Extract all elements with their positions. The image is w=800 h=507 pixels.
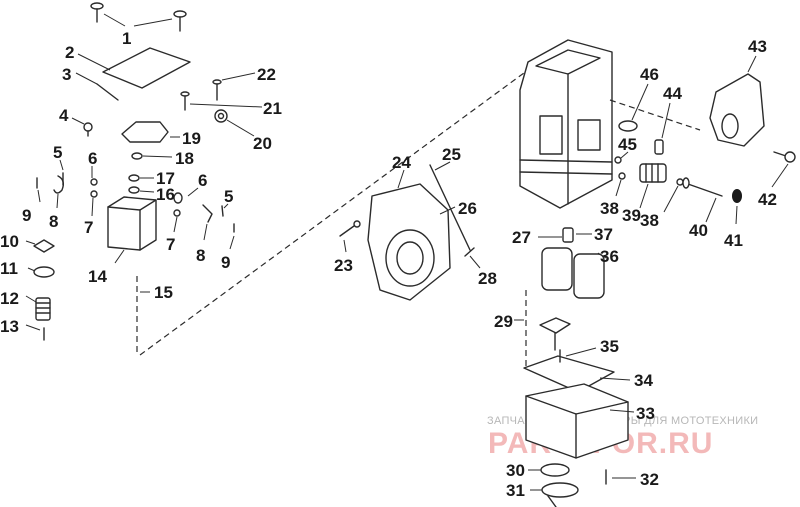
callout-20: 20 — [253, 134, 272, 153]
callout-6b: 6 — [198, 171, 207, 190]
center-parts-group — [339, 161, 481, 301]
mounting-flange-part-24 — [367, 169, 451, 301]
callout-29: 29 — [494, 312, 513, 331]
callout-24: 24 — [392, 153, 411, 172]
callout-45: 45 — [618, 135, 637, 154]
callout-6: 6 — [88, 149, 97, 168]
spring-part-12 — [25, 295, 51, 321]
screw-part-42 — [771, 151, 796, 188]
nut-part-10 — [33, 239, 55, 253]
callout-36: 36 — [600, 247, 619, 266]
callout-41: 41 — [724, 231, 743, 250]
callout-37: 37 — [594, 225, 613, 244]
solenoid-block-part-14 — [107, 196, 157, 264]
drain-fitting-part-31 — [530, 482, 579, 507]
callout-1: 1 — [122, 29, 131, 48]
callout-27: 27 — [512, 228, 531, 247]
nut-part-20 — [214, 109, 255, 137]
screw-part-22 — [212, 72, 256, 101]
callout-23: 23 — [334, 256, 353, 275]
callout-42: 42 — [758, 190, 777, 209]
callout-8b: 8 — [196, 246, 205, 265]
plug-part-41 — [732, 189, 742, 203]
washer-part-17 — [128, 174, 140, 182]
callout-15: 15 — [154, 283, 173, 302]
float-bowl-part-33 — [525, 383, 635, 459]
callout-18: 18 — [175, 149, 194, 168]
assembly-dashed-line — [139, 69, 529, 356]
washer-part-11 — [33, 266, 55, 278]
cover-plate-part-2 — [102, 47, 191, 89]
callout-11: 11 — [0, 259, 18, 278]
callout-43: 43 — [748, 37, 767, 56]
screw-part-4 — [71, 117, 93, 137]
gasket-part-34 — [523, 355, 631, 393]
callout-30: 30 — [506, 461, 525, 480]
callout-13: 13 — [0, 317, 19, 336]
callout-26: 26 — [458, 199, 477, 218]
o-ring-part-38 — [618, 172, 626, 180]
callout-5: 5 — [53, 143, 62, 162]
callout-12: 12 — [0, 289, 19, 308]
callout-10: 10 — [0, 232, 19, 251]
spring-part-39 — [639, 163, 667, 209]
callout-21: 21 — [263, 99, 282, 118]
callout-2: 2 — [65, 43, 74, 62]
right-parts-group — [514, 39, 796, 507]
pin-part-28 — [464, 247, 475, 257]
callout-9: 9 — [22, 206, 31, 225]
screw-part-32 — [605, 469, 636, 485]
throttle-lever-part-43 — [709, 55, 765, 147]
callout-28: 28 — [478, 269, 497, 288]
callout-16: 16 — [156, 185, 175, 204]
center-small-hardware — [173, 187, 235, 250]
callout-31: 31 — [506, 481, 525, 500]
callout-35: 35 — [600, 337, 619, 356]
float-valve-seat — [539, 317, 571, 351]
axis-dashed-line — [609, 99, 701, 131]
callout-33: 33 — [636, 404, 655, 423]
callout-46: 46 — [640, 65, 659, 84]
callout-39: 39 — [622, 206, 641, 225]
jet-part-44 — [654, 102, 671, 155]
ball-part-45 — [614, 156, 622, 164]
float-part-36 — [541, 247, 607, 299]
carburetor-body — [519, 39, 613, 209]
screw-part-1 — [90, 2, 187, 32]
callout-8: 8 — [49, 212, 58, 231]
fitting-part-46 — [618, 83, 649, 132]
screw-part-21 — [180, 91, 263, 111]
callout-17: 17 — [156, 169, 175, 188]
clip-part-18 — [131, 152, 143, 160]
washer-part-16 — [128, 186, 140, 194]
callout-25: 25 — [442, 145, 461, 164]
callout-38b: 38 — [640, 211, 659, 230]
screw-part-40 — [682, 177, 723, 223]
wire-part-3 — [96, 83, 119, 101]
callout-40: 40 — [689, 221, 708, 240]
callout-44: 44 — [663, 84, 682, 103]
callout-5b: 5 — [224, 187, 233, 206]
callout-32: 32 — [640, 470, 659, 489]
callout-4: 4 — [59, 106, 69, 125]
left-small-hardware — [36, 159, 98, 217]
bracket-part-19 — [121, 121, 169, 143]
screw-part-23 — [339, 220, 361, 253]
callout-7: 7 — [84, 218, 93, 237]
callout-19: 19 — [182, 129, 201, 148]
callout-9b: 9 — [221, 253, 230, 272]
callout-22: 22 — [257, 65, 276, 84]
needle-part-37 — [538, 227, 592, 243]
callout-34: 34 — [634, 371, 653, 390]
callout-3: 3 — [62, 65, 71, 84]
gasket-part-30 — [540, 463, 570, 477]
left-parts-group — [25, 2, 263, 355]
rod-part-25 — [429, 164, 471, 251]
callout-38: 38 — [600, 199, 619, 218]
callout-labels: 1 2 3 4 5 5 6 6 7 7 8 8 9 9 10 11 12 13 … — [0, 29, 777, 500]
o-ring-part-38b — [676, 178, 684, 186]
callout-14: 14 — [88, 267, 107, 286]
callout-7b: 7 — [166, 235, 175, 254]
